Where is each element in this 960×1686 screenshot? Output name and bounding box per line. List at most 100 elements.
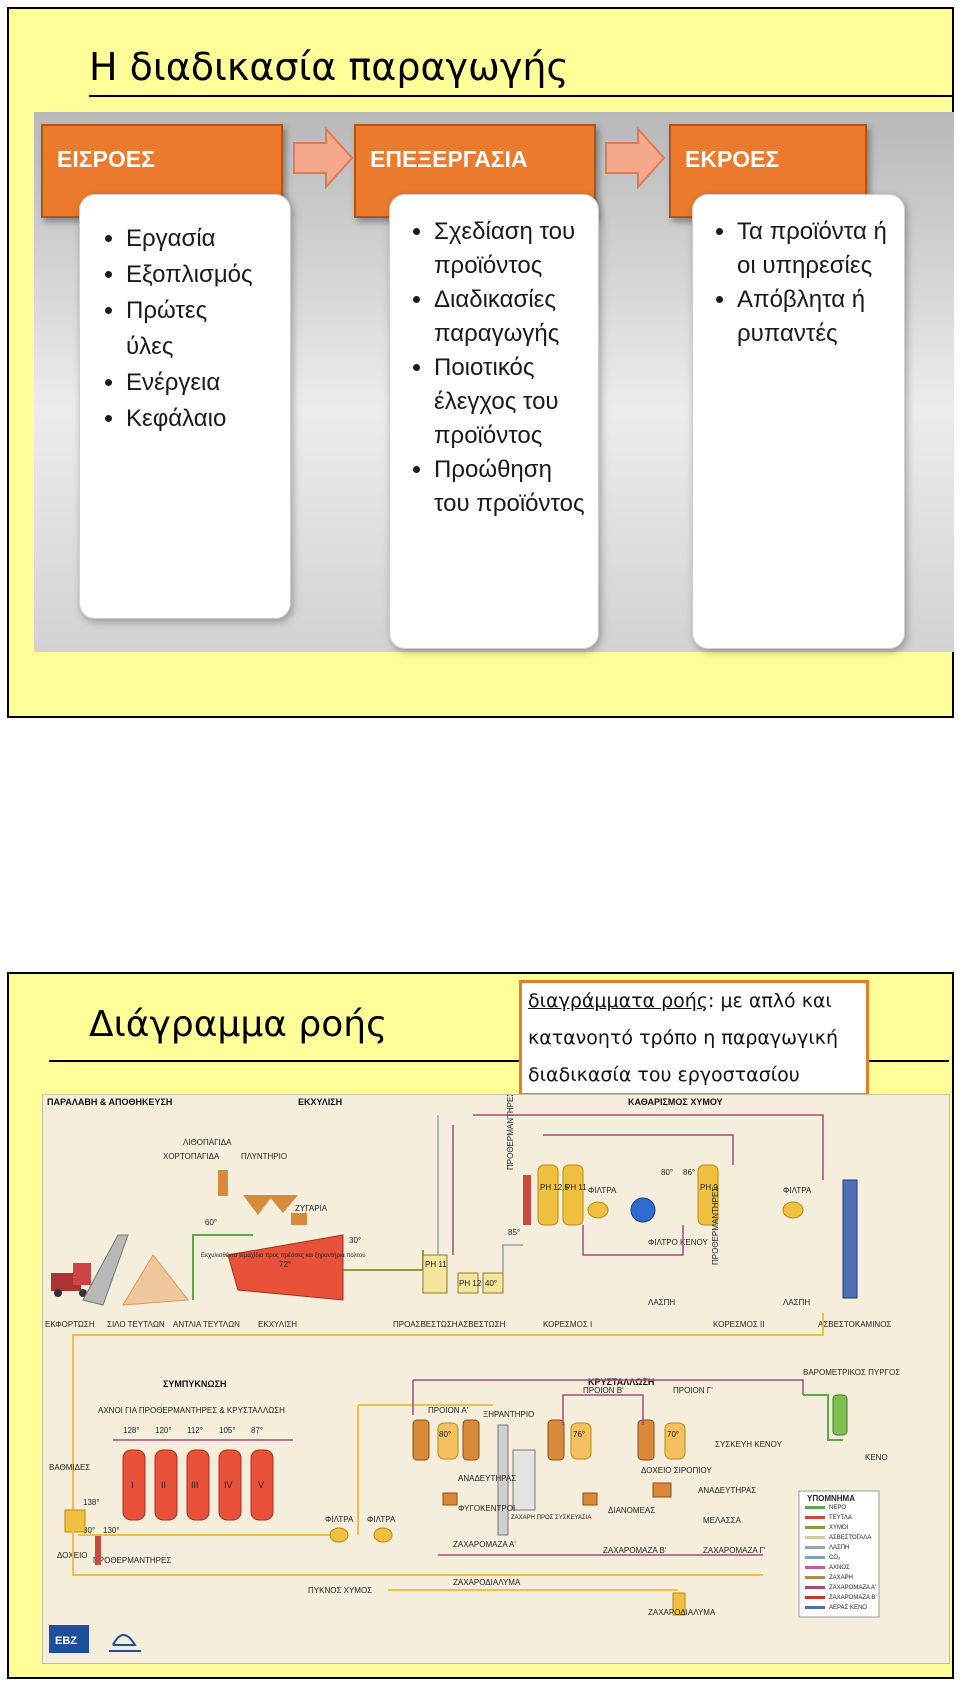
legend-swatch — [805, 1536, 825, 1539]
centrifuge-icon — [442, 1492, 458, 1506]
section-label: ΣΥΜΠΥΚΝΩΣΗ — [163, 1379, 227, 1389]
filter-icon — [373, 1527, 393, 1543]
temp-label: 72° — [279, 1260, 291, 1269]
legend-swatch — [805, 1556, 825, 1559]
centrifuge-icon — [582, 1492, 598, 1506]
slide-title: Διάγραμμα ροής — [89, 1004, 388, 1045]
processing-header-label: ΕΠΕΞΕΡΓΑΣΙΑ — [370, 146, 528, 172]
temp-label: 76° — [573, 1430, 585, 1439]
temp-label: 80° — [83, 1526, 95, 1535]
title-divider — [49, 1060, 949, 1062]
cryst-label: ΖΑΧΑΡΗ ΠΡΟΣ ΣΥΣΚΕΥΑΣΙΑ — [511, 1515, 591, 1521]
outputs-list: Τα προϊόντα ή οι υπηρεσίες Απόβλητα ή ρυ… — [693, 195, 904, 351]
stage-label: ΚΟΡΕΣΜΟΣ ΙΙ — [713, 1320, 764, 1329]
legend-label: ΖΑΧΑΡΗ — [829, 1575, 853, 1581]
evap-label: ΠΥΚΝΟΣ ΧΥΜΟΣ — [308, 1586, 372, 1595]
diffuser-icon — [227, 1234, 344, 1301]
stage-label: ΛΑΣΠΗ — [783, 1298, 810, 1307]
filter-icon — [329, 1527, 349, 1543]
evap-label: ΒΑΘΜΙΔΕΣ — [49, 1463, 90, 1472]
slide-flow-diagram: Διάγραμμα ροής διαγράμματα ροής: με απλό… — [7, 972, 954, 1679]
temp-label: 87° — [251, 1426, 263, 1435]
definition-text: : με απλό και — [708, 990, 832, 1012]
top-label: ΠΛΥΝΤΗΡΙΟ — [241, 1152, 287, 1161]
cryst-label: ΖΑΧΑΡΟΜΑΖΑ Γ' — [703, 1546, 766, 1555]
outputs-card: Τα προϊόντα ή οι υπηρεσίες Απόβλητα ή ρυ… — [692, 194, 905, 649]
steam-line — [412, 1379, 804, 1415]
cryst-label: ΦΥΓΟΚΕΝΤΡΟΙ — [458, 1504, 515, 1513]
legend-title: ΥΠΟΜΝΗΜΑ — [807, 1494, 855, 1503]
temp-label: 86° — [683, 1168, 695, 1177]
cryst-label: ΑΝΑΔΕΥΤΗΡΑΣ — [698, 1486, 756, 1495]
list-item: Κεφάλαιο — [126, 401, 280, 437]
legend-swatch — [805, 1516, 825, 1519]
temp-label: 105° — [219, 1426, 236, 1435]
cryst-label: ΑΝΑΔΕΥΤΗΡΑΣ — [458, 1474, 516, 1483]
definition-box: διαγράμματα ροής: με απλό και κατανοητό … — [519, 980, 869, 1096]
preheater-icon — [523, 1175, 531, 1225]
section-label: ΕΚΧΥΛΙΣΗ — [298, 1097, 342, 1107]
cryst-label: ΚΕΝΟ — [865, 1453, 888, 1462]
inputs-list: Εργασία Εξοπλισμός Πρώτες ύλες Ενέργεια … — [80, 195, 290, 437]
temp-label: 80° — [661, 1168, 673, 1177]
temp-label: 30° — [349, 1236, 361, 1245]
legend-label: ΤΕΥΤΛΑ — [829, 1515, 852, 1521]
liming-tank-icon — [422, 1254, 448, 1294]
liming-tank-icon — [482, 1272, 504, 1294]
stage-label: ΠΡΟΑΣΒΕΣΤΩΣΗ — [393, 1320, 458, 1329]
water-line — [192, 1234, 253, 1300]
cryst-label: ΔΙΑΝΟΜΕΑΣ — [608, 1506, 655, 1515]
cryst-label: ΣΥΣΚΕΥΗ ΚΕΝΟΥ — [715, 1440, 783, 1449]
legend-label: ΧΥΜΟΙ — [829, 1525, 849, 1531]
evaporator-icon — [250, 1449, 274, 1521]
legend-swatch — [805, 1506, 825, 1509]
ph-label: PH 11 — [425, 1260, 447, 1269]
legend-swatch — [805, 1576, 825, 1579]
evaporator-icon — [154, 1449, 178, 1521]
dryer-icon — [497, 1424, 509, 1536]
evaporator-group: I II III IV V 128° 120° 112° 105° 87° — [122, 1426, 274, 1521]
liming-tank-icon — [457, 1272, 479, 1294]
temp-label: 60° — [205, 1218, 217, 1227]
ph-label: PH 11 — [565, 1183, 587, 1192]
legend-label: ΛΑΣΠΗ — [829, 1545, 849, 1551]
definition-term: διαγράμματα ροής — [528, 990, 708, 1012]
conveyor-icon — [82, 1234, 129, 1306]
barometric-tower-icon — [832, 1394, 848, 1436]
packaging-icon — [512, 1449, 536, 1511]
top-label: ΛΙΘΟΠΑΓΙΔΑ — [183, 1138, 232, 1147]
cryst-label: ΠΡΟΙΟΝ Α' — [428, 1406, 469, 1415]
temp-label: 138° — [83, 1498, 100, 1507]
list-item: Τα προϊόντα ή οι υπηρεσίες — [737, 215, 900, 283]
temp-label: 130° — [103, 1526, 120, 1535]
temp-label: 120° — [155, 1426, 172, 1435]
evap-label: ΠΡΟΘΕΡΜΑΝΤΗΡΕΣ — [93, 1556, 171, 1565]
evaporator-icon — [122, 1449, 146, 1521]
carbonation-tank-icon — [697, 1164, 719, 1226]
ebz-logo-text: EBZ — [55, 1635, 77, 1647]
washer-icon — [268, 1195, 298, 1213]
legend-label: CO₂ — [829, 1555, 841, 1561]
cryst-label: ΜΕΛΑΣΣΑ — [703, 1516, 742, 1525]
processing-card: Σχεδίαση του προϊόντος Διαδικασίες παραγ… — [389, 194, 599, 649]
lime-kiln-icon — [842, 1179, 858, 1299]
note-label: Εκχυλισθέντα τεμαχίδια προς πρέσσες και … — [201, 1252, 366, 1259]
list-item: Σχεδίαση του προϊόντος — [434, 215, 594, 283]
arrow-right-icon — [293, 127, 354, 189]
section-label: ΠΑΡΑΛΑΒΗ & ΑΠΟΘΗΚΕΥΣΗ — [47, 1097, 172, 1107]
process-line — [437, 1115, 523, 1273]
water-line — [803, 1394, 843, 1441]
top-label: ΖΥΓΑΡΙΑ — [295, 1204, 328, 1213]
cryst-label: ΖΑΧΑΡΟΜΑΖΑ Β' — [603, 1546, 667, 1555]
stage-label: ΑΝΤΛΙΑ ΤΕΥΤΛΩΝ — [173, 1320, 240, 1329]
processing-list: Σχεδίαση του προϊόντος Διαδικασίες παραγ… — [390, 195, 598, 521]
top-label: ΠΡΟΘΕΡΜΑΝΤΗΡΕΣ — [506, 1095, 515, 1170]
legend-label: ΑΣΒΕΣΤΟΓΑΛΑ — [829, 1535, 871, 1541]
section-label: ΚΑΘΑΡΙΣΜΟΣ ΧΥΜΟΥ — [628, 1097, 723, 1107]
pan-icon — [462, 1419, 480, 1461]
temp-label: 112° — [187, 1426, 203, 1435]
top-label: ΦΙΛΤΡΟ ΚΕΝΟΥ — [648, 1238, 708, 1247]
ph-label: PH 9 — [700, 1183, 718, 1192]
cryst-label: ΞΗΡΑΝΤΗΡΙΟ — [483, 1410, 534, 1419]
process-diagram: ΕΙΣΡΟΕΣ Εργασία Εξοπλισμός Πρώτες ύλες Ε… — [34, 112, 954, 652]
